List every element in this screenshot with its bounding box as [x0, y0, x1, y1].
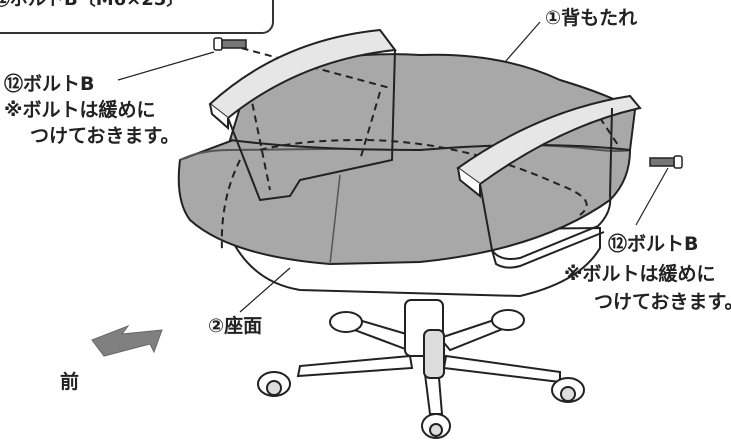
- front-arrow-icon: [91, 324, 163, 357]
- label-seat: ②座面: [208, 315, 263, 337]
- chair-base: [257, 299, 585, 439]
- note-right-line1: ※ボルトは緩めに: [564, 263, 716, 285]
- note-left-line2: つけておきます。: [30, 125, 180, 147]
- label-bolt-right: ⑫ボルトB: [608, 233, 699, 255]
- note-left-line1: ※ボルトは緩めに: [4, 99, 156, 121]
- bolt-right-icon: [649, 155, 683, 169]
- leader-lines: [117, 21, 669, 313]
- bolt-left-icon: [213, 37, 247, 51]
- note-right-line2: つけておきます。: [594, 291, 731, 313]
- header-callout-box: ⑫ボルトB〔M6×25〕: [0, 0, 274, 34]
- hidden-lines: [220, 44, 621, 251]
- right-armrest: [456, 94, 642, 269]
- header-callout-text: ⑫ボルトB〔M6×25〕: [0, 0, 184, 12]
- label-backrest: ①背もたれ: [545, 7, 638, 29]
- label-front: 前: [60, 371, 80, 393]
- left-armrest: [208, 28, 397, 202]
- label-bolt-left: ⑫ボルトB: [4, 73, 95, 95]
